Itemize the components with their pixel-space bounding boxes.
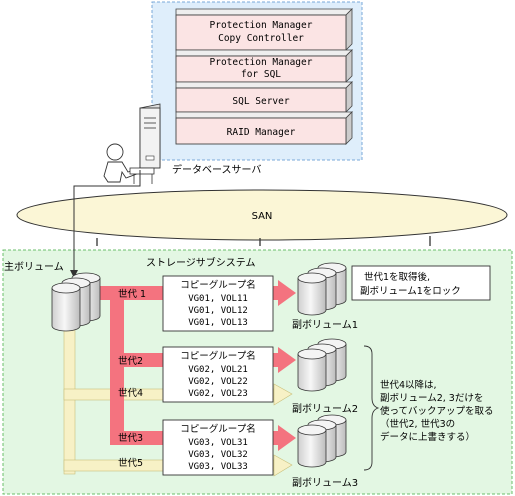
rotation-note-line: （世代2, 世代3の xyxy=(380,418,455,430)
server-tower-icon xyxy=(139,103,161,171)
secondary-volume-2-disk-icon xyxy=(297,338,347,392)
secondary-volume-1-label: 副ボリューム1 xyxy=(292,319,358,331)
lock-note-line: 世代1を取得後, xyxy=(364,271,430,283)
lock-note-line: 副ボリューム1をロック xyxy=(360,286,461,297)
layer-line: for SQL xyxy=(241,69,281,80)
software-layer-raid-manager: RAID Manager xyxy=(175,111,353,145)
generation-4-label: 世代4 xyxy=(118,387,143,399)
copy-group-item: VG03, VOL33 xyxy=(188,462,248,472)
generation-1-label: 世代 1 xyxy=(118,288,146,300)
storage-subsystem-label: ストレージサブシステム xyxy=(146,256,256,269)
database-server-label: データベースサーバ xyxy=(172,163,261,176)
copy-group-item: VG03, VOL31 xyxy=(188,438,248,448)
copy-group-item: VG01, VOL11 xyxy=(188,294,248,304)
san-ellipse xyxy=(16,189,508,241)
secondary-volume-1-disk-icon xyxy=(297,262,347,316)
primary-volume-disk-icon xyxy=(51,272,101,332)
generation-3-label: 世代3 xyxy=(118,432,143,444)
layer-line: Protection Manager xyxy=(210,20,313,31)
secondary-volume-3-disk-icon xyxy=(297,414,347,468)
san-label: SAN xyxy=(252,211,273,222)
software-layer-protection-manager-sql: Protection Manager for SQL xyxy=(175,49,353,83)
secondary-volume-3-label: 副ボリューム3 xyxy=(292,477,358,489)
software-layer-sql-server: SQL Server xyxy=(175,81,353,113)
primary-volume-label: 主ボリューム xyxy=(4,261,64,273)
layer-line: Protection Manager xyxy=(210,57,313,68)
copy-group-item: VG02, VOL22 xyxy=(188,377,248,387)
generation-2-label: 世代2 xyxy=(118,355,143,367)
copy-group-item: VG01, VOL13 xyxy=(188,318,248,328)
rotation-note-line: 副ボリューム2, 3だけを xyxy=(380,393,483,404)
copy-group-item: VG01, VOL12 xyxy=(188,306,248,316)
operator-icon xyxy=(103,143,155,184)
copy-group-box-3: コピーグループ名 VG03, VOL31 VG03, VOL32 VG03, V… xyxy=(162,419,274,476)
rotation-note-line: 使ってバックアップを取る xyxy=(380,405,494,417)
brace-icon xyxy=(363,345,380,471)
layer-line: SQL Server xyxy=(232,96,289,107)
copy-group-title: コピーグループ名 xyxy=(180,279,255,291)
software-layer-copy-controller: Protection Manager Copy Controller xyxy=(175,8,353,51)
copy-group-title: コピーグループ名 xyxy=(180,350,255,362)
rotation-note: 世代4以降は, 副ボリューム2, 3だけを 使ってバックアップを取る （世代2,… xyxy=(380,379,494,443)
layer-line: RAID Manager xyxy=(227,127,296,138)
secondary-volume-2-label: 副ボリューム2 xyxy=(292,403,358,415)
copy-group-item: VG02, VOL23 xyxy=(188,389,248,399)
copy-group-title: コピーグループ名 xyxy=(180,423,255,435)
generation-5-label: 世代5 xyxy=(118,457,143,469)
copy-group-box-1: コピーグループ名 VG01, VOL11 VG01, VOL12 VG01, V… xyxy=(162,275,274,332)
rotation-note-line: データに上書きする） xyxy=(380,431,475,443)
layer-line: Copy Controller xyxy=(218,33,304,44)
copy-group-box-2: コピーグループ名 VG02, VOL21 VG02, VOL22 VG02, V… xyxy=(162,346,274,403)
copy-group-item: VG02, VOL21 xyxy=(188,365,248,375)
copy-group-item: VG03, VOL32 xyxy=(188,450,248,460)
rotation-note-line: 世代4以降は, xyxy=(380,379,437,391)
lock-note: 世代1を取得後, 副ボリューム1をロック xyxy=(351,265,491,301)
